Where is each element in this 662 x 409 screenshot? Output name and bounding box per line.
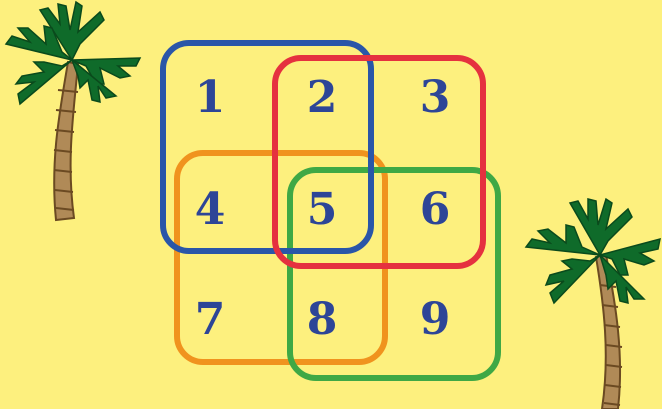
grid-number-3: 3 — [405, 70, 465, 126]
grid-number-9: 9 — [405, 292, 465, 348]
grid-number-7: 7 — [180, 292, 240, 348]
grid-number-2: 2 — [292, 70, 352, 126]
grid-number-6: 6 — [405, 182, 465, 238]
grid-number-8: 8 — [292, 292, 352, 348]
grid-number-4: 4 — [180, 182, 240, 238]
grid-number-1: 1 — [180, 70, 240, 126]
grid-number-5: 5 — [292, 182, 352, 238]
